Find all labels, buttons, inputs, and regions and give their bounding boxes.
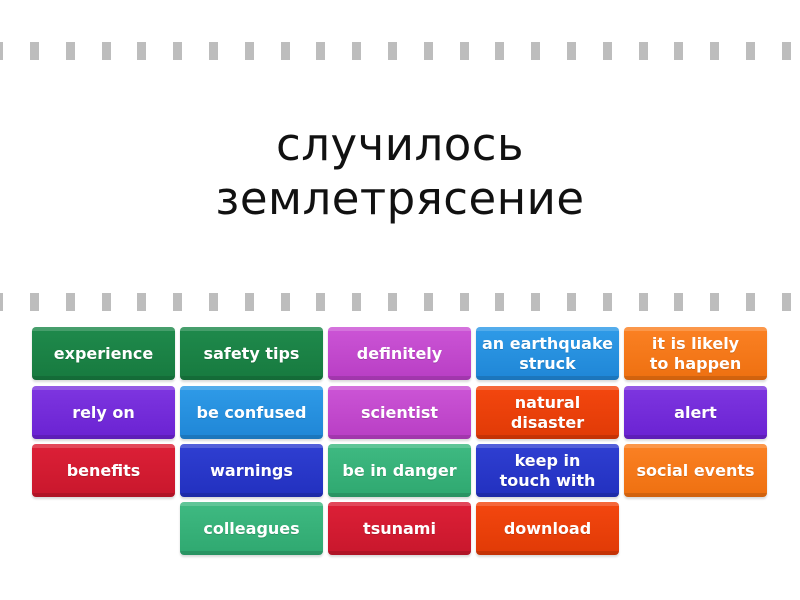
divider-dash xyxy=(746,293,755,311)
question-prompt: случилось землетрясение xyxy=(0,118,800,226)
divider-dash xyxy=(30,42,39,60)
answer-tile-label: experience xyxy=(53,343,154,363)
divider-dash xyxy=(137,42,146,60)
answer-tile-label: rely on xyxy=(72,402,135,422)
divider-dash xyxy=(495,42,504,60)
answer-tile-label: alert xyxy=(674,402,717,422)
divider-dash xyxy=(782,293,791,311)
divider-dash xyxy=(639,42,648,60)
answer-tile-label: keep in touch with xyxy=(499,450,596,490)
answer-tile-label: social events xyxy=(636,460,755,480)
divider-dash xyxy=(0,293,3,311)
answer-tile-label: definitely xyxy=(356,343,443,363)
answer-tile[interactable]: scientist xyxy=(328,386,471,439)
divider-dash xyxy=(674,42,683,60)
divider-dash xyxy=(603,293,612,311)
answer-tile[interactable]: benefits xyxy=(32,444,175,497)
answer-tile-label: warnings xyxy=(210,460,293,480)
divider-dash xyxy=(603,42,612,60)
answer-tile[interactable]: definitely xyxy=(328,327,471,380)
divider-dash xyxy=(460,42,469,60)
answer-tile-label: colleagues xyxy=(203,518,300,538)
answer-tile[interactable]: download xyxy=(476,502,619,555)
answer-tile[interactable]: experience xyxy=(32,327,175,380)
divider-dash xyxy=(30,293,39,311)
top-divider xyxy=(0,42,800,60)
divider-dash xyxy=(316,42,325,60)
divider-dash xyxy=(66,42,75,60)
divider-dash xyxy=(388,42,397,60)
divider-dash xyxy=(245,42,254,60)
divider-dash xyxy=(531,293,540,311)
divider-dash xyxy=(710,293,719,311)
divider-dash xyxy=(424,293,433,311)
prompt-line-2: землетрясение xyxy=(215,172,585,225)
divider-dash xyxy=(209,42,218,60)
answer-tile-label: benefits xyxy=(66,460,141,480)
divider-dash xyxy=(281,293,290,311)
divider-dash xyxy=(66,293,75,311)
divider-dash xyxy=(209,293,218,311)
divider-dash xyxy=(245,293,254,311)
answer-tile[interactable]: social events xyxy=(624,444,767,497)
answer-tile[interactable]: colleagues xyxy=(180,502,323,555)
divider-dash xyxy=(567,293,576,311)
answer-tile-label: download xyxy=(503,518,592,538)
answer-tile[interactable]: keep in touch with xyxy=(476,444,619,497)
answer-tile[interactable]: tsunami xyxy=(328,502,471,555)
answer-tile[interactable]: it is likely to happen xyxy=(624,327,767,380)
answer-tile-label: be confused xyxy=(196,402,307,422)
divider-dash xyxy=(388,293,397,311)
divider-dash xyxy=(173,42,182,60)
answer-tile[interactable]: natural disaster xyxy=(476,386,619,439)
divider-dash xyxy=(674,293,683,311)
answer-tile-label: an earthquake struck xyxy=(481,333,614,373)
divider-dash xyxy=(316,293,325,311)
answer-tile[interactable]: be in danger xyxy=(328,444,471,497)
divider-dash xyxy=(531,42,540,60)
divider-dash xyxy=(173,293,182,311)
divider-dash xyxy=(0,42,3,60)
divider-dash xyxy=(102,42,111,60)
answer-tile[interactable]: alert xyxy=(624,386,767,439)
divider-dash xyxy=(567,42,576,60)
answer-tile-label: safety tips xyxy=(203,343,300,363)
answer-tile-label: scientist xyxy=(360,402,439,422)
answer-tile[interactable]: rely on xyxy=(32,386,175,439)
divider-dash xyxy=(424,42,433,60)
divider-dash xyxy=(639,293,648,311)
answer-tile-label: tsunami xyxy=(363,518,436,538)
answer-tile[interactable]: warnings xyxy=(180,444,323,497)
divider-dash xyxy=(460,293,469,311)
divider-dash xyxy=(710,42,719,60)
bottom-divider xyxy=(0,293,800,311)
prompt-line-1: случилось xyxy=(275,118,525,171)
divider-dash xyxy=(746,42,755,60)
divider-dash xyxy=(352,42,361,60)
answer-tile-label: be in danger xyxy=(342,460,457,480)
answer-tile[interactable]: safety tips xyxy=(180,327,323,380)
answer-tile[interactable]: be confused xyxy=(180,386,323,439)
divider-dash xyxy=(281,42,290,60)
divider-dash xyxy=(782,42,791,60)
answer-tile[interactable]: an earthquake struck xyxy=(476,327,619,380)
divider-dash xyxy=(102,293,111,311)
answer-tile-label: natural disaster xyxy=(510,392,585,432)
divider-dash xyxy=(137,293,146,311)
divider-dash xyxy=(495,293,504,311)
divider-dash xyxy=(352,293,361,311)
answer-tile-label: it is likely to happen xyxy=(649,333,742,373)
